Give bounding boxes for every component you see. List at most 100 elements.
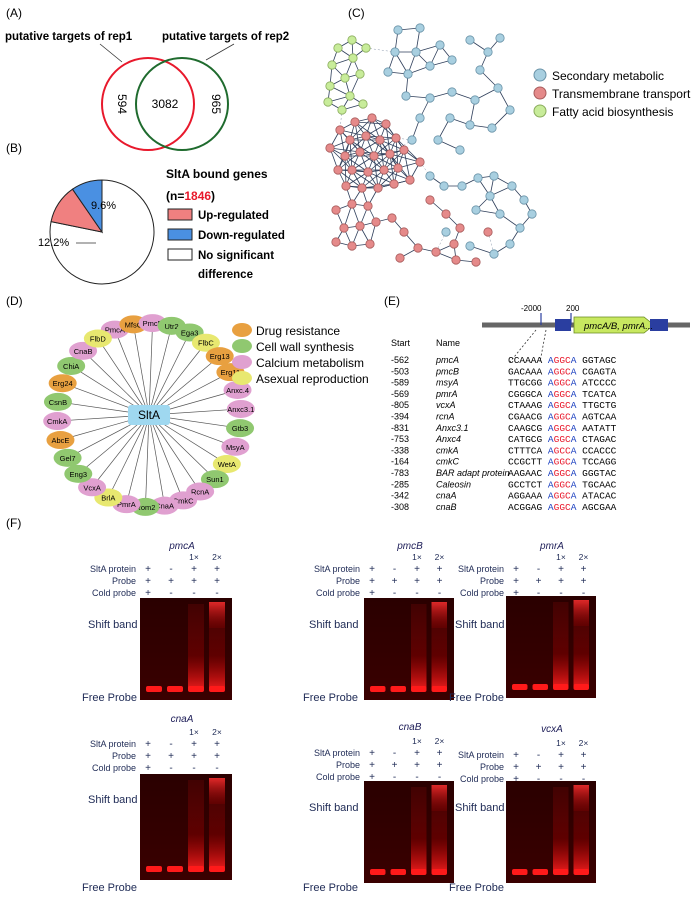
- shift-band-signal: [573, 785, 589, 811]
- venn-count-overlap: 3082: [152, 97, 179, 111]
- sign-probe: +: [558, 576, 564, 587]
- star-node-abce: [46, 431, 75, 450]
- sign-probe: +: [513, 762, 519, 773]
- legend-dot-transport: [533, 86, 547, 100]
- sign-protein: +: [191, 739, 197, 750]
- gene-arrow: [573, 316, 655, 334]
- dose-label-1x: 1×: [189, 727, 199, 737]
- sign-protein: +: [437, 748, 443, 759]
- motif-sequence: CTAAAG AGGCA TTGCTG: [508, 400, 617, 411]
- network-node: [470, 95, 480, 105]
- star-node-vcxa: [78, 478, 107, 497]
- dose-label-2x: 2×: [435, 736, 445, 746]
- network-node: [345, 135, 355, 145]
- motif-sequence: TTGCGG AGGCA ATCCCC: [508, 378, 617, 389]
- star-spoke: [148, 323, 153, 416]
- network-node: [350, 117, 360, 127]
- network-node: [483, 47, 493, 57]
- free-probe-band: [532, 684, 548, 690]
- legend-label-transport: Transmembrane transport: [552, 87, 691, 101]
- motif-sequence: AGGAAA AGGCA ATACAC: [508, 491, 617, 502]
- sign-probe: +: [191, 576, 197, 587]
- free-probe-band: [390, 686, 406, 692]
- network-node: [445, 113, 455, 123]
- network-node: [348, 53, 358, 63]
- network-node: [381, 119, 391, 129]
- motif-gene-name: BAR adapt protein: [436, 468, 510, 478]
- star-node-label: CnaB: [74, 347, 93, 356]
- interaction-network: Secondary metabolic Transmembrane transp…: [323, 23, 691, 267]
- row-label-protein: SltA protein: [458, 750, 504, 760]
- row-label-cold: Cold probe: [92, 763, 136, 773]
- row-label-probe: Probe: [336, 760, 360, 770]
- free-probe-label: Free Probe: [303, 882, 358, 894]
- star-spoke: [148, 414, 184, 501]
- motif-start: -805: [391, 400, 409, 410]
- motif-gene-name: cmkA: [436, 445, 459, 455]
- free-probe-band: [370, 869, 386, 875]
- star-node-label: BrlA: [101, 494, 115, 503]
- gene-box-label: pmcA/B, pmrA...: [583, 321, 653, 332]
- star-node-label: Sun1: [206, 475, 224, 484]
- shift-band-label: Shift band: [309, 619, 359, 631]
- free-probe-label: Free Probe: [449, 692, 504, 704]
- free-probe-band: [532, 869, 548, 875]
- free-probe-band: [146, 686, 162, 692]
- free-probe-band: [553, 869, 569, 875]
- star-node-label: CmkC: [173, 496, 194, 505]
- sign-probe: +: [392, 576, 398, 587]
- network-node: [347, 199, 357, 209]
- star-node-label: WetA: [218, 460, 236, 469]
- star-spoke: [97, 338, 150, 416]
- sign-protein: +: [369, 748, 375, 759]
- star-node-chia: [57, 356, 86, 375]
- star-node-erg13: [205, 347, 234, 366]
- network-node: [389, 179, 399, 189]
- motif-sequence: CCGCTT AGGCA TCCAGG: [508, 457, 617, 468]
- motif-sequence: GACAAA AGGCA CGAGTA: [508, 366, 617, 377]
- legend-label-fatty-acid: Fatty acid biosynthesis: [552, 105, 673, 119]
- network-node: [435, 40, 445, 50]
- sign-probe: +: [369, 576, 375, 587]
- shift-band-label: Shift band: [88, 619, 138, 631]
- network-node: [485, 191, 495, 201]
- star-node-label: PmrA: [117, 500, 136, 509]
- star-spoke: [148, 414, 165, 506]
- network-node: [433, 135, 443, 145]
- legend-label-calcium: Calcium metabolism: [256, 356, 364, 370]
- dose-label-2x: 2×: [579, 738, 589, 748]
- motif-start: -589: [391, 378, 409, 388]
- shift-band-label: Shift band: [88, 794, 138, 806]
- network-node: [439, 181, 449, 191]
- sign-protein: +: [414, 564, 420, 575]
- free-probe-band: [188, 866, 204, 872]
- star-spoke: [148, 414, 216, 480]
- star-node-gtb3: [226, 419, 255, 438]
- network-node: [325, 81, 335, 91]
- network-edge: [395, 137, 399, 169]
- network-edge: [329, 147, 353, 171]
- sign-protein: +: [558, 564, 564, 575]
- motif-col-name: Name: [436, 338, 460, 348]
- star-node-label: Eng3: [70, 470, 88, 479]
- network-node: [527, 209, 537, 219]
- free-probe-band: [146, 866, 162, 872]
- dose-label-2x: 2×: [579, 552, 589, 562]
- free-probe-band: [370, 686, 386, 692]
- star-spoke: [82, 350, 150, 416]
- motif-start: -308: [391, 502, 409, 512]
- sign-probe: +: [369, 760, 375, 771]
- legend-dot-fatty-acid: [533, 104, 547, 118]
- network-node: [355, 69, 365, 79]
- legend-label-cell-wall: Cell wall synthesis: [256, 340, 354, 354]
- network-node: [383, 67, 393, 77]
- network-node: [358, 99, 368, 109]
- star-node-label: MsyA: [226, 443, 245, 452]
- motif-start: -569: [391, 389, 409, 399]
